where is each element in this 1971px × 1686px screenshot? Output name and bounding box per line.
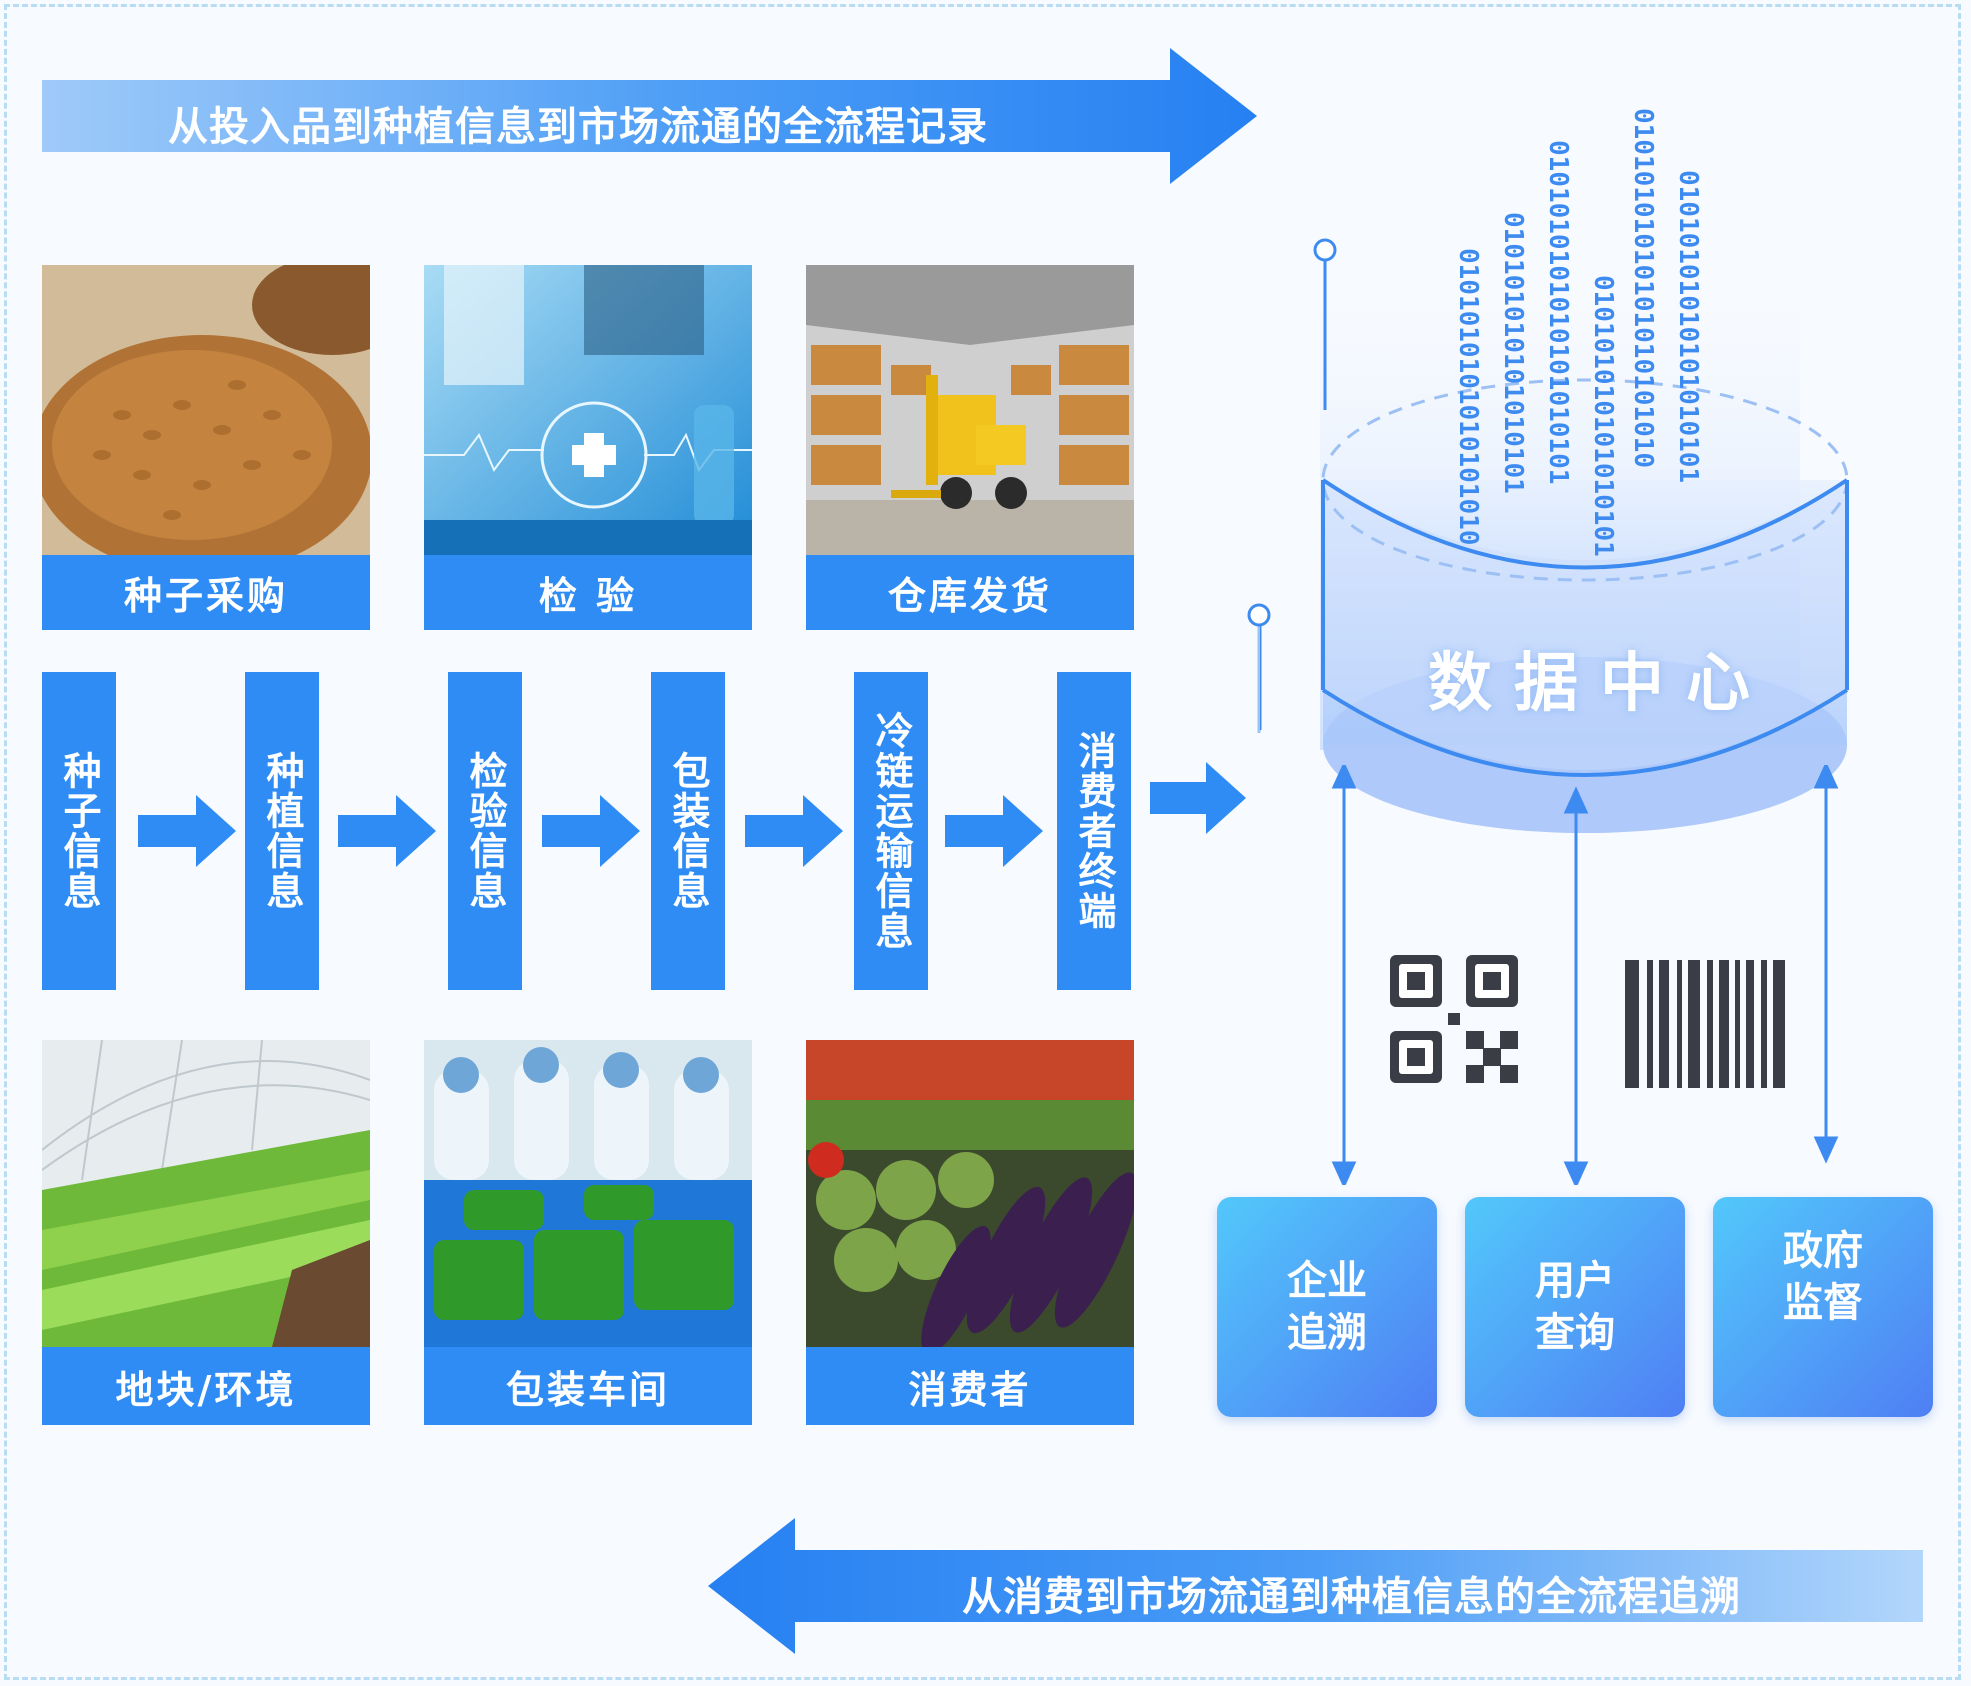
step-packaging-info: 包装信息 (651, 672, 725, 990)
step-seed-info: 种子信息 (42, 672, 116, 990)
output-government-supervision[interactable]: 政府监督 (1713, 1197, 1933, 1417)
binary-column: 01010101010101010101010 (1628, 108, 1658, 468)
bottom-banner-text: 从消费到市场流通到种植信息的全流程追溯 (962, 1574, 1741, 1620)
bottom-banner-arrow (708, 1518, 1923, 1654)
output-label: 企业追溯 (1287, 1258, 1367, 1356)
step-planting-info: 种植信息 (245, 672, 319, 990)
step-arrow-right (745, 795, 843, 867)
data-center-cylinder: 0101010101010101010 010101010101010101 0… (1260, 108, 1849, 833)
card-caption: 消费者 (806, 1347, 1134, 1425)
step-consumer-terminal: 消费者终端 (1057, 672, 1131, 990)
step-coldchain-info: 冷链运输信息 (854, 672, 928, 990)
vegetable-market-photo (806, 1040, 1134, 1347)
card-caption: 仓库发货 (806, 555, 1134, 630)
binary-column: 01010101010101010101 (1673, 170, 1703, 483)
step-arrow-right (338, 795, 436, 867)
step-arrow-right (945, 795, 1043, 867)
lab-inspection-photo (424, 265, 752, 555)
card-caption: 包装车间 (424, 1347, 752, 1425)
qr-code-icon (1390, 955, 1518, 1083)
output-user-query[interactable]: 用户查询 (1465, 1197, 1685, 1417)
binary-column: 0101010101010101010101 (1543, 140, 1573, 484)
bidirectional-arrows (1331, 765, 1839, 1185)
card-caption: 检 验 (424, 555, 752, 630)
top-banner-text: 从投入品到种植信息到市场流通的全流程记录 (168, 104, 988, 150)
card-field-environment: 地块/环境 (42, 1040, 370, 1425)
step-arrow-right (138, 795, 236, 867)
output-label: 政府监督 (1783, 1228, 1863, 1326)
greenhouse-lettuce-photo (42, 1040, 370, 1347)
output-label: 用户查询 (1535, 1258, 1615, 1356)
top-banner-arrow (42, 48, 1257, 184)
card-caption: 地块/环境 (42, 1347, 370, 1425)
card-packing-workshop: 包装车间 (424, 1040, 752, 1425)
packing-workshop-photo (424, 1040, 752, 1347)
step-arrow-to-datacenter (1150, 762, 1246, 834)
pin-icon (1247, 603, 1271, 733)
output-enterprise-trace[interactable]: 企业追溯 (1217, 1197, 1437, 1417)
wheat-seeds-photo (42, 265, 370, 555)
barcode-icon (1625, 960, 1785, 1088)
data-center-title: 数据中心 (1428, 647, 1772, 721)
card-inspection: 检 验 (424, 265, 752, 630)
card-warehouse: 仓库发货 (806, 265, 1134, 630)
page-frame (4, 4, 1961, 1680)
binary-column: 010101010101010101 (1588, 275, 1618, 557)
card-seed-purchase: 种子采购 (42, 265, 370, 630)
step-inspection-info: 检验信息 (448, 672, 522, 990)
binary-column: 010101010101010101 (1498, 212, 1528, 494)
card-consumer: 消费者 (806, 1040, 1134, 1425)
step-arrow-right (542, 795, 640, 867)
warehouse-forklift-photo (806, 265, 1134, 555)
binary-column: 0101010101010101010 (1453, 248, 1483, 545)
card-caption: 种子采购 (42, 555, 370, 630)
